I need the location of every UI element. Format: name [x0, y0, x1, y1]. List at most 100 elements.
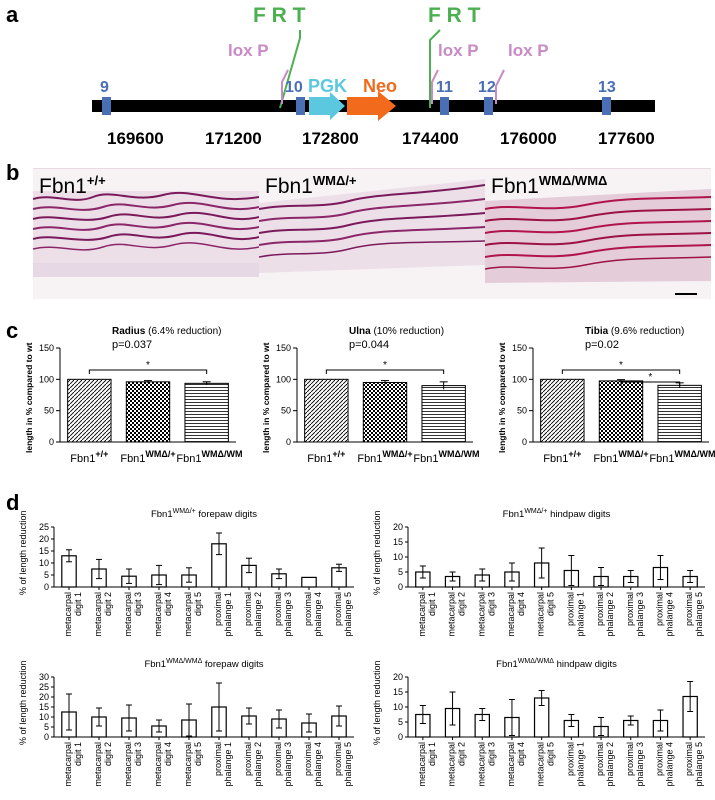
- y-tick-label: 0: [398, 732, 403, 742]
- significance-star: *: [648, 372, 652, 383]
- loxp-label-1: lox P: [228, 41, 269, 60]
- chart-ylabel: % of length reduction: [372, 510, 382, 595]
- chart-title-sup: WMΔ/WMΔ: [166, 658, 202, 665]
- loxp-marker-3: [495, 69, 505, 104]
- loxp-label-2: lox P: [438, 41, 479, 60]
- x-tick-label: metacarpaldigit 1: [63, 592, 83, 637]
- significance-star: *: [146, 360, 150, 371]
- x-tick-label-line1: metacarpal: [183, 592, 193, 637]
- bar-3: [184, 382, 229, 443]
- x-tick-label: Fbn1+/+: [70, 449, 108, 465]
- histology-title-hom-sup: WMΔ/WMΔ: [538, 173, 608, 188]
- histology-title-het: Fbn1WMΔ/+: [265, 173, 357, 199]
- x-tick-label-line2: phalange 4: [313, 742, 323, 787]
- x-tick-label-line1: proximal: [565, 592, 575, 626]
- chart-title-base: Fbn1: [144, 659, 166, 670]
- y-tick-label: 0: [44, 732, 49, 742]
- x-tick-label: metacarpaldigit 2: [447, 592, 467, 637]
- x-tick-label-line1: metacarpal: [476, 742, 486, 787]
- histology-het-lines: [259, 179, 485, 273]
- x-tick-label: proximalphalange 3: [625, 742, 645, 787]
- x-tick-label-line1: metacarpal: [153, 742, 163, 787]
- x-tick-label-line2: phalange 4: [664, 592, 674, 637]
- chart-title-base: Fbn1: [496, 659, 518, 670]
- x-tick-label-line2: digit 5: [546, 742, 556, 766]
- x-tick-label-line2: digit 4: [163, 742, 173, 766]
- y-tick-label: 15: [39, 702, 49, 712]
- x-tick-label-line2: phalange 2: [605, 592, 615, 637]
- x-tick-label-base: Fbn1: [120, 453, 145, 465]
- x-tick-label-sup: +/+: [568, 449, 581, 459]
- x-tick-label-line2: digit 5: [193, 742, 203, 766]
- histology-wt-lines: [33, 191, 259, 277]
- panel-label-c: c: [6, 318, 19, 343]
- x-tick-label-line1: proximal: [213, 742, 223, 776]
- y-tick-label: 30: [39, 672, 49, 682]
- y-tick-label: 50: [281, 406, 291, 416]
- x-tick-label-line2: phalange 2: [253, 592, 263, 637]
- chart-title-base: Fbn1: [151, 509, 173, 520]
- bar-3: [657, 384, 702, 443]
- x-tick-label-sup: WMΔ/+: [382, 449, 412, 459]
- loxp-marker-1: [281, 69, 289, 104]
- x-tick-label: metacarpaldigit 3: [476, 592, 496, 637]
- x-tick-label: Fbn1WMΔ/+: [120, 449, 175, 465]
- x-tick-label-line1: metacarpal: [153, 592, 163, 637]
- x-tick-label-line2: phalange 1: [575, 592, 585, 637]
- chart-title: Fbn1WMΔ/+ forepaw digits: [151, 508, 257, 520]
- x-tick-label: metacarpaldigit 5: [183, 742, 203, 787]
- exon-11-label: 11: [436, 79, 453, 96]
- x-tick-label-line1: proximal: [273, 592, 283, 626]
- x-tick-label-line2: phalange 5: [343, 742, 353, 787]
- histology-image-wt: Fbn1+/+: [33, 168, 259, 299]
- chart-ylabel: length in % compared to wt: [497, 342, 507, 453]
- frt-marker-1: [279, 30, 301, 109]
- x-tick-label-line1: proximal: [303, 592, 313, 626]
- x-tick-label: metacarpaldigit 1: [417, 592, 437, 637]
- significance-bracket: [88, 369, 208, 374]
- x-tick-label: metacarpaldigit 2: [93, 742, 113, 787]
- chart-title-rest: forepaw digits: [202, 659, 264, 670]
- x-tick-label: metacarpaldigit 3: [123, 742, 143, 787]
- x-tick-label-line2: digit 4: [516, 742, 526, 766]
- x-tick-label: proximalphalange 4: [654, 592, 674, 637]
- x-tick-label-line1: proximal: [684, 742, 694, 776]
- x-tick-label-line2: digit 3: [133, 592, 143, 616]
- x-tick-label-line1: metacarpal: [123, 742, 133, 787]
- x-tick-label-line1: proximal: [625, 592, 635, 626]
- x-tick-label-line2: phalange 2: [605, 742, 615, 787]
- y-tick-label: 100: [39, 374, 54, 384]
- x-tick-label-sup: WMΔ/+: [145, 449, 175, 459]
- x-tick-label-line1: metacarpal: [536, 742, 546, 787]
- frt-marker-2: [429, 29, 441, 108]
- x-tick-label-line1: metacarpal: [506, 742, 516, 787]
- x-tick-label-base: Fbn1: [357, 453, 382, 465]
- y-tick-label: 0: [522, 437, 527, 447]
- x-tick-label-line1: proximal: [243, 592, 253, 626]
- chart-ylabel: length in % compared to wt: [24, 342, 34, 453]
- pgk-label: PGK: [308, 76, 347, 96]
- y-tick-label: 10: [393, 702, 403, 712]
- x-tick-label: proximalphalange 4: [654, 742, 674, 787]
- x-tick-label: metacarpaldigit 4: [506, 742, 526, 787]
- x-tick-label-line2: phalange 1: [575, 742, 585, 787]
- histology-image-het: Fbn1WMΔ/+: [259, 168, 485, 299]
- x-tick-label: metacarpaldigit 3: [123, 592, 143, 637]
- x-tick-label-line2: digit 2: [103, 742, 113, 766]
- x-tick-label-sup: +/+: [332, 449, 345, 459]
- neo-label: Neo: [363, 76, 397, 96]
- x-tick-label: proximalphalange 2: [243, 742, 263, 787]
- digit-chart-hom-forepaw: Fbn1WMΔ/WMΔ forepaw digits% of length re…: [18, 658, 354, 787]
- x-tick-label: proximalphalange 3: [273, 592, 293, 637]
- x-tick-label-line2: digit 2: [457, 742, 467, 766]
- x-tick-label-base: Fbn1: [176, 453, 201, 465]
- histology-title-wt-base: Fbn1: [39, 175, 87, 198]
- chart-title-reduction: (10% reduction): [371, 326, 444, 337]
- y-tick-label: 100: [276, 374, 291, 384]
- digit-chart-het-forepaw: Fbn1WMΔ/+ forepaw digits% of length redu…: [18, 508, 354, 637]
- x-tick-label-sup: WMΔ/WMΔ: [438, 449, 479, 459]
- x-tick-label-line1: proximal: [654, 592, 664, 626]
- x-tick-label-base: Fbn1: [307, 453, 332, 465]
- x-tick-label: proximalphalange 1: [565, 742, 585, 787]
- bar-9: [301, 576, 317, 588]
